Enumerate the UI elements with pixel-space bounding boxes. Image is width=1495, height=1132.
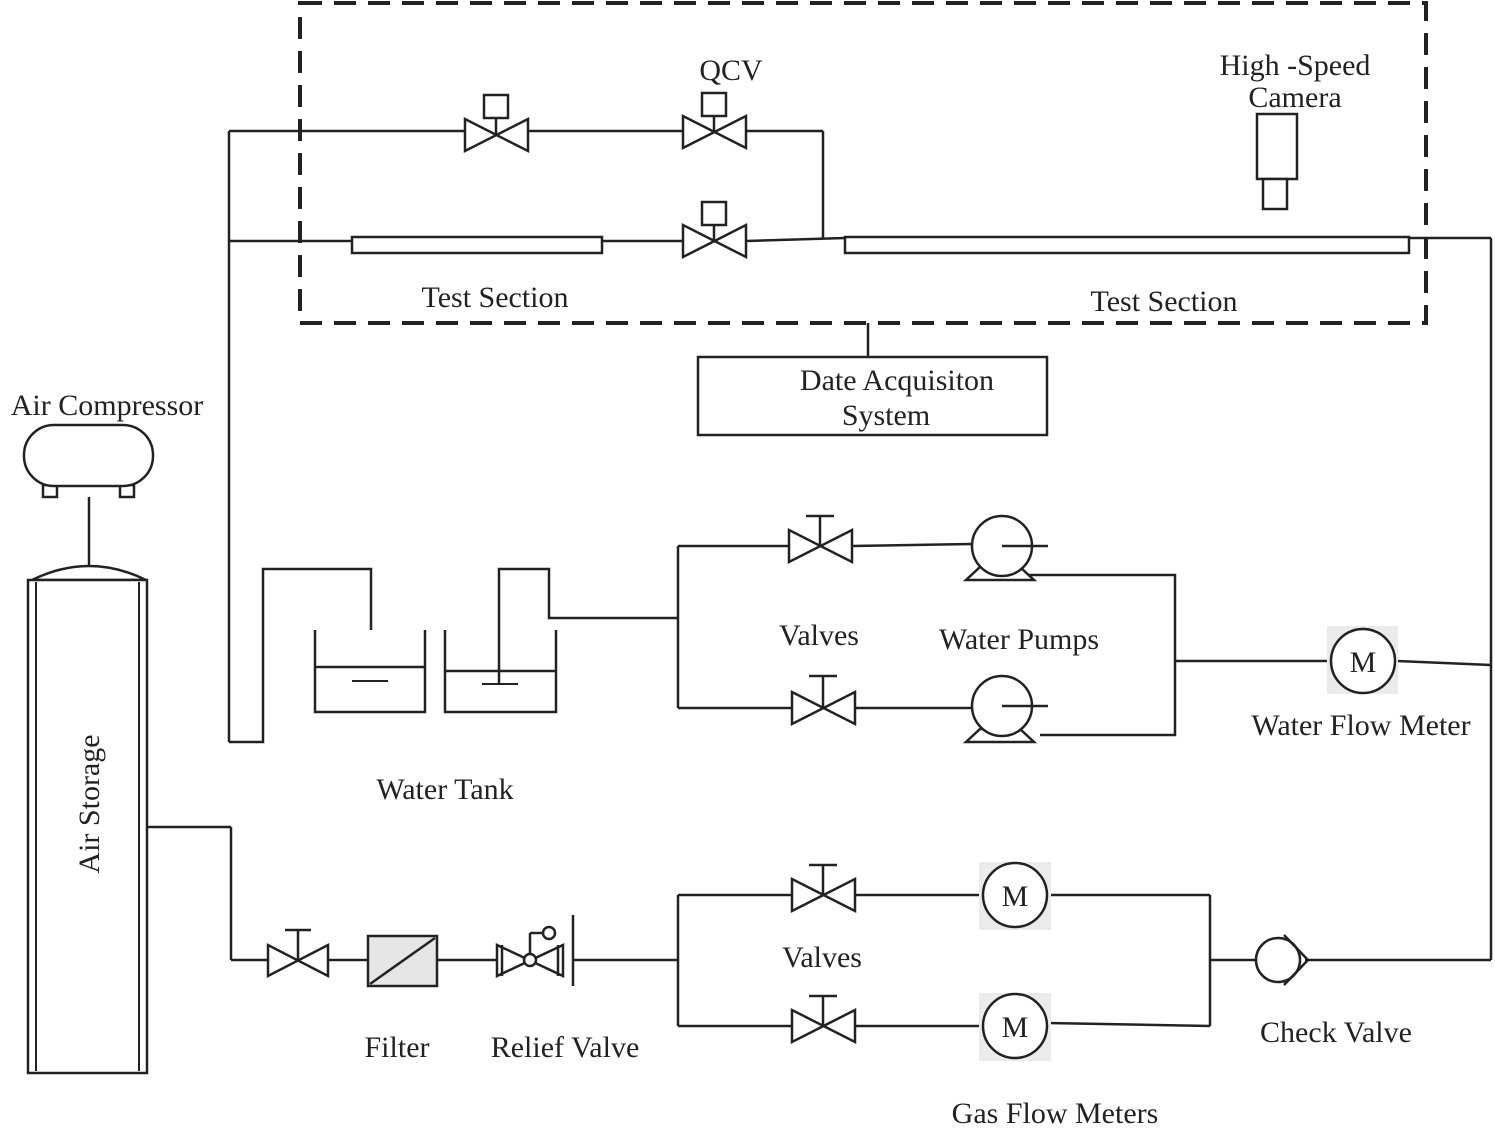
water-valve-lower-icon [790, 674, 857, 727]
water-pump-lower-icon [962, 674, 1048, 744]
daq-system-box [696, 355, 1049, 437]
gas-hand-valve-icon [266, 928, 330, 979]
valves-water-label: Valves [779, 619, 859, 652]
daq-label-line2: System [842, 399, 930, 432]
daq-label-line1: Date Acquisiton [800, 364, 994, 397]
water-flow-meter-label: Water Flow Meter [1251, 709, 1470, 742]
water-flow-meter-symbol: M [1350, 646, 1377, 679]
water-flow-meter-icon: M [1327, 626, 1398, 695]
water-piping [229, 542, 1492, 744]
relief-valve-icon [495, 915, 575, 986]
test-section-right-tube [843, 235, 1411, 255]
water-tank-label: Water Tank [376, 773, 513, 806]
filter-icon [366, 934, 439, 988]
relief-valve-label: Relief Valve [491, 1031, 640, 1064]
gas-valve-lower-icon [790, 994, 857, 1045]
air-storage-cylinder [26, 564, 149, 1075]
test-section-left-tube [350, 235, 604, 255]
check-valve-label: Check Valve [1260, 1016, 1412, 1049]
gas-flow-meters-label: Gas Flow Meters [952, 1097, 1159, 1130]
valves-gas-label: Valves [782, 941, 862, 974]
qcv-valve-bottom-icon [681, 200, 748, 260]
gas-valve-upper-icon [790, 863, 857, 914]
upper-piping [227, 129, 1493, 960]
gas-flow-meter-lower-symbol: M [1002, 1011, 1029, 1044]
water-valve-upper-icon [787, 514, 854, 565]
water-tank-left-icon [313, 630, 427, 714]
test-section-left-label: Test Section [421, 281, 568, 314]
test-section-right-label: Test Section [1090, 285, 1237, 318]
test-enclosure-dashed-box [298, 1, 1428, 325]
air-compressor-icon [22, 423, 155, 499]
air-storage-label: Air Storage [73, 734, 106, 873]
gas-supply-piping [147, 825, 1491, 1028]
camera-label-line2: Camera [1248, 81, 1341, 114]
gas-flow-meter-lower-icon: M [979, 992, 1051, 1061]
qcv-valve-top-icon [681, 91, 748, 151]
camera-label-line1: High -Speed [1220, 49, 1371, 82]
filter-label: Filter [365, 1031, 430, 1064]
water-tank-right-icon [443, 630, 558, 714]
check-valve-icon [1254, 934, 1310, 986]
water-pumps-label: Water Pumps [939, 623, 1099, 656]
gas-flow-meter-upper-icon: M [979, 861, 1051, 930]
water-pump-upper-icon [962, 514, 1048, 582]
air-compressor-label: Air Compressor [11, 389, 203, 422]
solenoid-valve-top-icon [463, 93, 530, 154]
high-speed-camera-icon [1255, 112, 1299, 211]
qcv-label: QCV [699, 54, 763, 87]
gas-flow-meter-upper-symbol: M [1002, 880, 1029, 913]
